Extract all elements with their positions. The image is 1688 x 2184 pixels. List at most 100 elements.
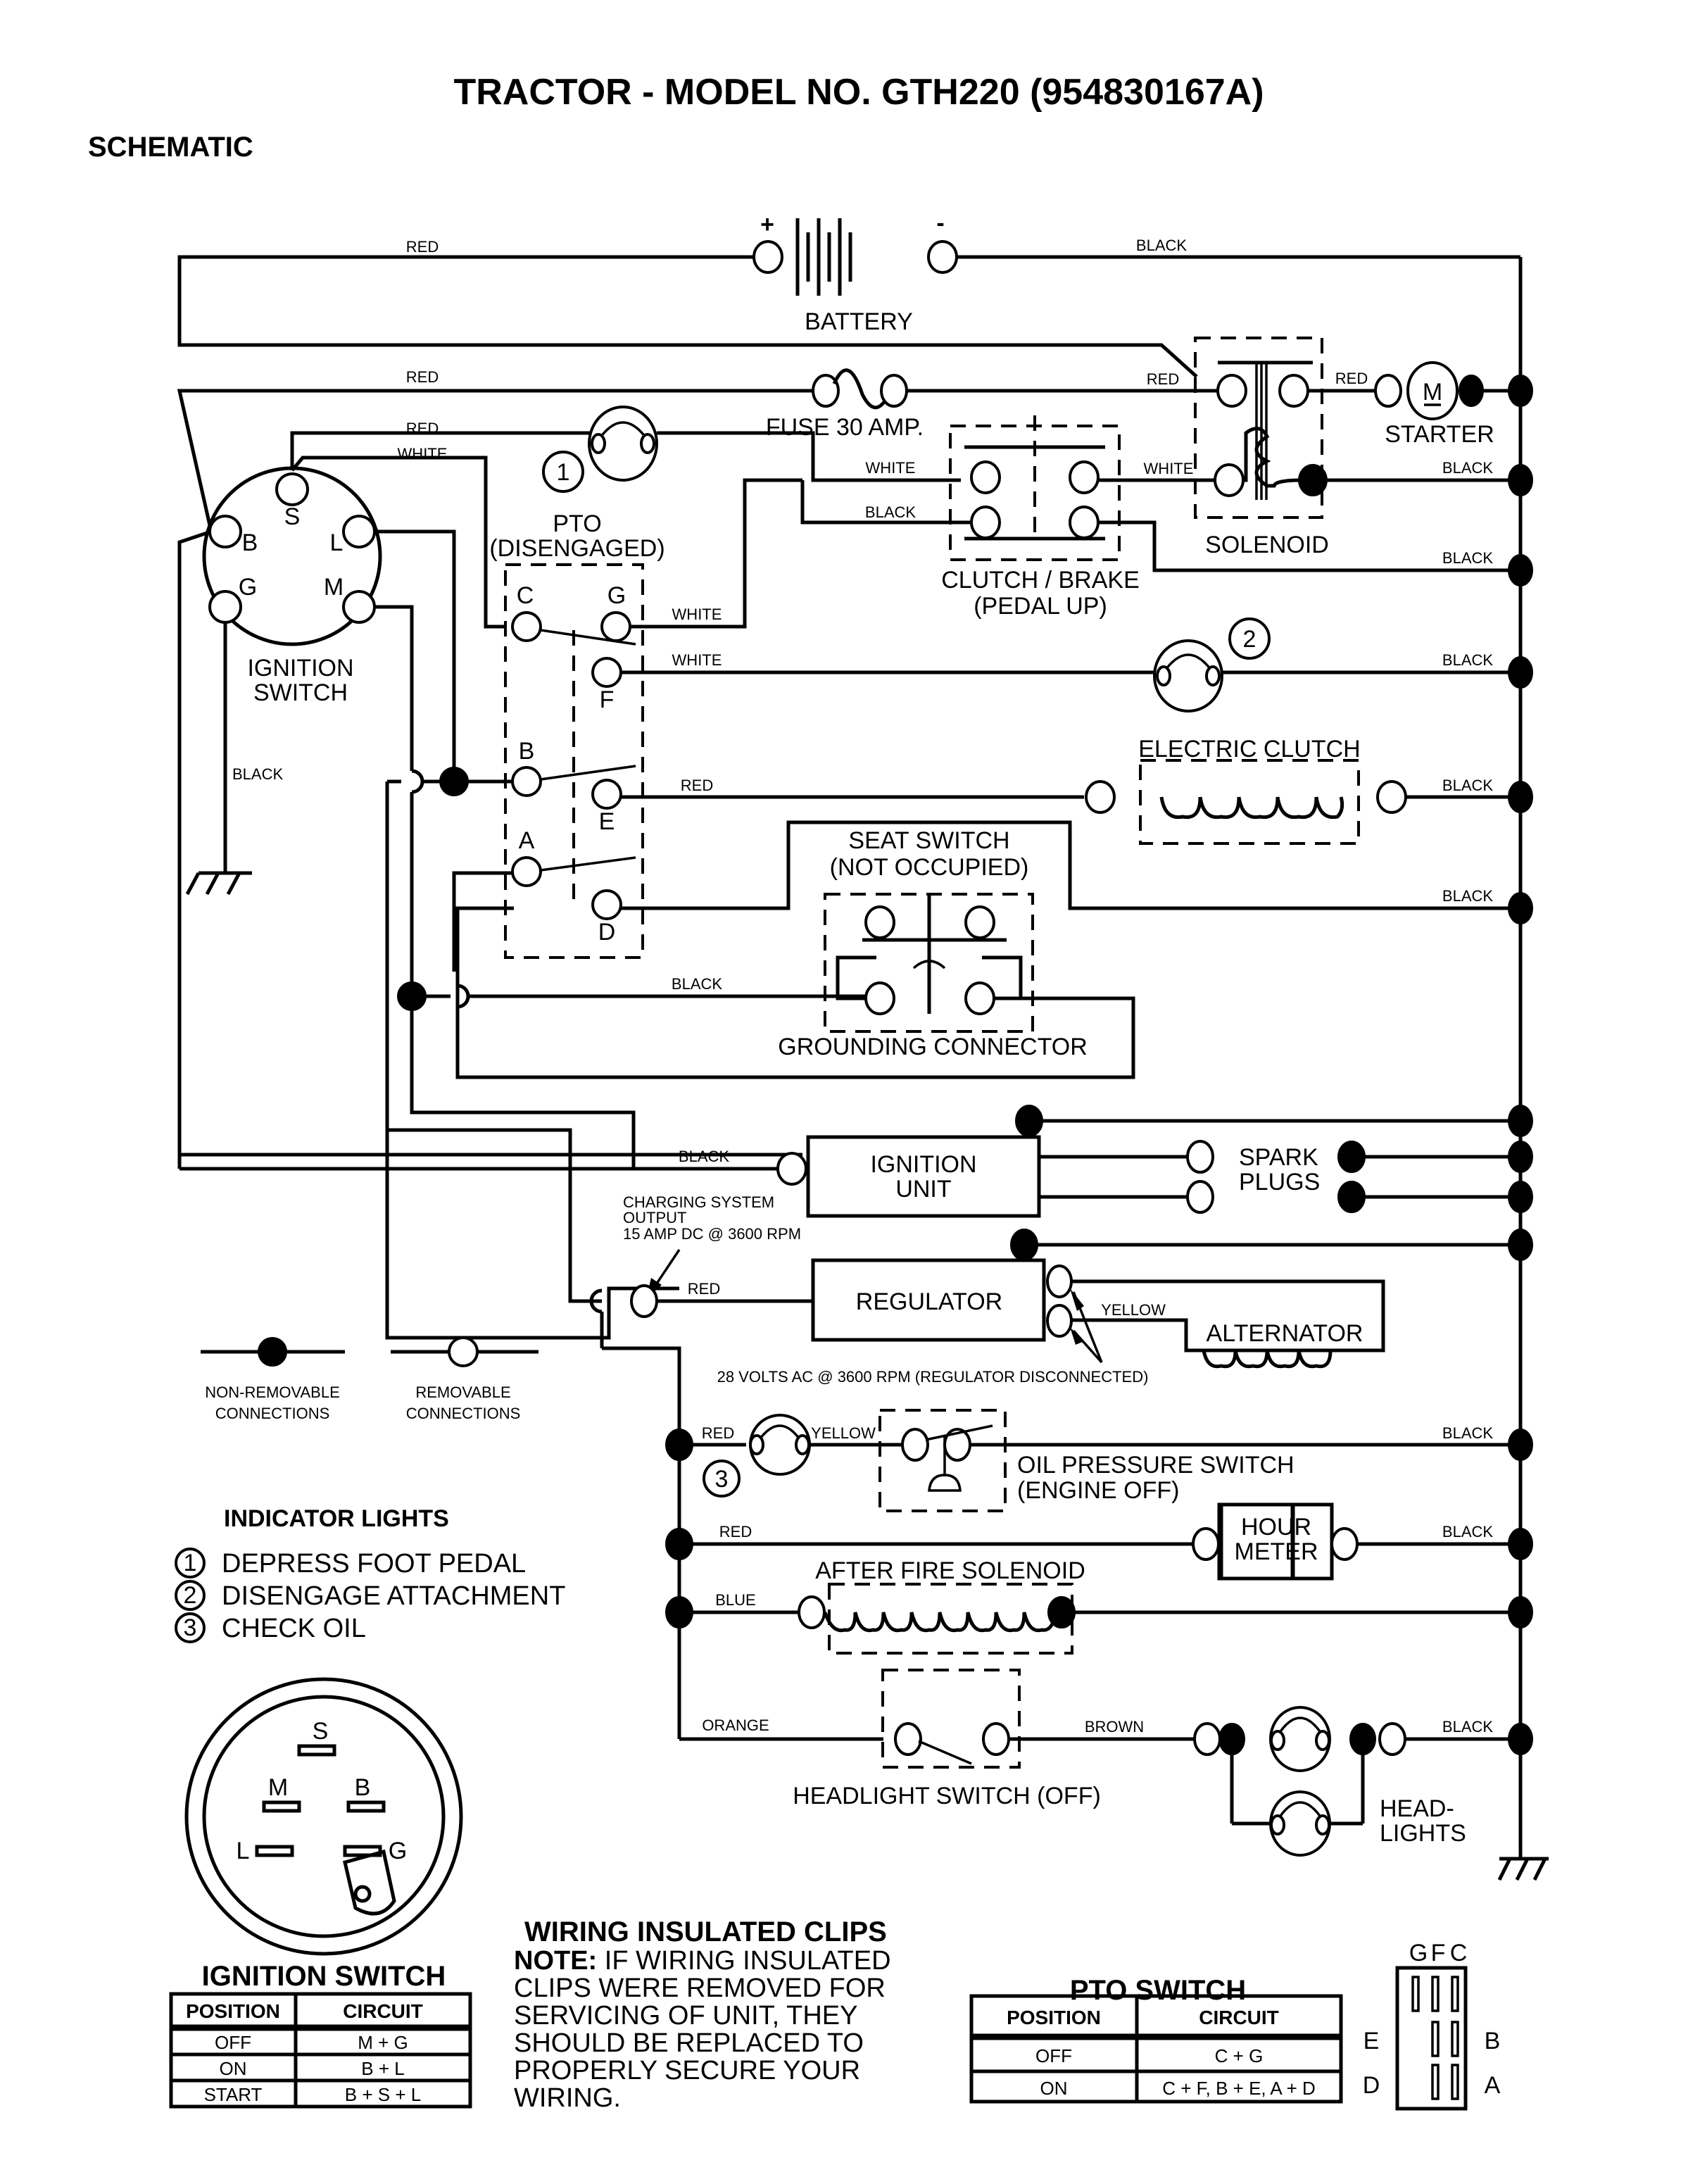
indicator-light-1: 1 RED [290, 406, 961, 493]
face-label-b: B [355, 1774, 371, 1801]
pto-connector-label-b: B [1485, 2028, 1501, 2054]
wire-label-black-12: BLACK [1442, 1523, 1493, 1540]
starter-label: STARTER [1385, 421, 1494, 448]
pto-connector-label-c: C [1450, 1940, 1468, 1966]
ignition-switch-label-1: IGNITION [247, 655, 353, 682]
oil-switch-label-2: (ENGINE OFF) [1017, 1477, 1179, 1504]
pto-label-g: G [607, 582, 626, 609]
charging-system-note: CHARGING SYSTEM OUTPUT 15 AMP DC @ 3600 … [623, 1193, 801, 1299]
wire-label-red-5: RED [406, 420, 439, 437]
battery: + - BATTERY RED BLACK [177, 210, 1520, 378]
wire-label-black-7: BLACK [1442, 777, 1493, 794]
pto-connector-label-g: G [1409, 1940, 1428, 1966]
ignition-unit: IGNITION UNIT BLACK [679, 1105, 1533, 1218]
ign-table-header-position: POSITION [186, 2000, 280, 2022]
indicator-item-1-label: DEPRESS FOOT PEDAL [222, 1549, 526, 1579]
hour-meter-label-1: HOUR [1241, 1514, 1311, 1540]
ignition-unit-label-2: UNIT [895, 1176, 951, 1203]
ign-table-cell: START [204, 2084, 263, 2105]
fuse-30-amp: RED FUSE 30 AMP. RED [177, 368, 1221, 1169]
ign-table-cell: B + S + L [345, 2084, 421, 2105]
ign-terminal-b [208, 515, 242, 548]
wire-label-red-4: RED [1335, 370, 1368, 387]
ignition-switch-table-title: IGNITION SWITCH [202, 1961, 446, 1992]
ignition-switch: S B L G M IGNITION SWITCH [202, 466, 382, 706]
legend-non-removable-2: CONNECTIONS [215, 1405, 330, 1422]
pto-switch-title: PTO SWITCH [1070, 1975, 1246, 2006]
battery-positive-terminal [752, 240, 783, 274]
ign-table-cell: M + G [358, 2032, 408, 2053]
wiring-clips-line: PROPERLY SECURE YOUR [514, 2056, 860, 2085]
seat-switch: SEAT SWITCH (NOT OCCUPIED) GROUNDING CON… [455, 827, 1135, 1079]
wire-label-red: RED [406, 238, 439, 256]
indicator-lights-legend: INDICATOR LIGHTS 1 DEPRESS FOOT PEDAL 2 … [175, 1505, 565, 1643]
ignition-switch-face: S M B L G IGNITION SWITCH [184, 1677, 463, 1992]
starter-motor-symbol: M [1423, 379, 1442, 406]
ign-table-cell: OFF [215, 2032, 251, 2053]
ign-terminal-s [275, 472, 309, 506]
ign-label-b: B [242, 529, 258, 556]
wire-label-black-8: BLACK [1442, 887, 1493, 905]
charging-output-terminal [630, 1284, 658, 1318]
indicator-number-1: 1 [557, 459, 570, 486]
wiring-clips-note: WIRING INSULATED CLIPS NOTE: IF WIRING I… [514, 1916, 891, 2113]
ign-label-m: M [324, 574, 344, 601]
pto-switch-table: PTO SWITCH POSITION CIRCUIT OFF C + G ON… [969, 1975, 1343, 2104]
wire-label-blue: BLUE [715, 1591, 755, 1609]
headlight-switch-label: HEADLIGHT SWITCH (OFF) [793, 1783, 1101, 1809]
fuse-label: FUSE 30 AMP. [766, 414, 924, 441]
wire-label-white: WHITE [1144, 460, 1194, 477]
charging-label-3: 15 AMP DC @ 3600 RPM [623, 1225, 801, 1243]
legend-non-removable-1: NON-REMOVABLE [205, 1383, 340, 1401]
headlight-switch: HEADLIGHT SWITCH (OFF) [793, 1669, 1101, 1809]
regulator-label: REGULATOR [856, 1288, 1002, 1315]
ign-label-g: G [239, 574, 257, 601]
pto-table-header-position: POSITION [1007, 2007, 1101, 2028]
pto-switch: C G F B E A D PTO (DISENGAGED) [489, 510, 665, 959]
wire-label-white-2: WHITE [398, 445, 448, 463]
clutch-brake-label-2: (PEDAL UP) [974, 593, 1107, 620]
wire-label-black-4: BLACK [1442, 549, 1493, 567]
ign-table-cell: B + L [361, 2058, 404, 2079]
spark-plugs: SPARK PLUGS [1186, 1140, 1533, 1214]
face-label-g: G [389, 1838, 407, 1864]
page-title: TRACTOR - MODEL NO. GTH220 (954830167A) [453, 72, 1264, 113]
wire-label-brown: BROWN [1085, 1718, 1144, 1736]
indicator-number-3: 3 [715, 1466, 729, 1493]
alternator: ALTERNATOR YELLOW 28 VOLTS AC @ 3600 RPM… [717, 1279, 1385, 1386]
indicator-number-2: 2 [1243, 626, 1256, 653]
wire-label-orange: ORANGE [702, 1717, 769, 1734]
wiring-clips-line: SHOULD BE REPLACED TO [514, 2028, 864, 2058]
pto-label-b: B [519, 738, 535, 765]
hour-meter-label-2: METER [1235, 1538, 1318, 1565]
pto-connector-label-d: D [1363, 2072, 1380, 2099]
wire-label-yellow: YELLOW [1101, 1301, 1166, 1319]
clutch-brake-switch: WHITE BLACK BLACK CLUTCH / BRAKE (PEDAL … [800, 415, 1533, 620]
indicator-item-3-label: CHECK OIL [222, 1614, 366, 1643]
charging-label-1: CHARGING SYSTEM [623, 1193, 774, 1211]
ign-table-header-circuit: CIRCUIT [343, 2000, 423, 2022]
wire-label-black-2: BLACK [1442, 459, 1493, 477]
non-removable-connection-icon [258, 1337, 287, 1367]
electric-clutch: ELECTRIC CLUTCH BLACK [1085, 736, 1533, 845]
ignition-switch-label-2: SWITCH [253, 679, 348, 706]
indicator-item-2-num: 2 [184, 1582, 197, 1609]
legend-removable-2: CONNECTIONS [406, 1405, 521, 1422]
ground-symbol-left [185, 871, 252, 896]
section-title: SCHEMATIC [88, 132, 253, 163]
after-fire-solenoid: AFTER FIRE SOLENOID [798, 1557, 1085, 1655]
pto-label-1: PTO [553, 510, 601, 537]
pto-table-cell: OFF [1035, 2045, 1072, 2066]
wire-label-black-13: BLACK [1442, 1718, 1493, 1736]
battery-minus-sign: - [936, 210, 944, 237]
svg-text:NOTE: IF WIRING INSULATED: NOTE: IF WIRING INSULATED [514, 1946, 891, 1976]
pto-connector-diagram: G F C E D B A [1363, 1940, 1501, 2111]
wire-label-red-3: RED [1147, 370, 1179, 388]
removable-connection-icon [448, 1336, 479, 1367]
pto-label-d: D [598, 919, 616, 946]
wire-label-white-3: WHITE [866, 459, 916, 477]
face-label-l: L [237, 1838, 250, 1864]
ign-terminal-g [208, 590, 242, 624]
face-label-m: M [268, 1774, 288, 1801]
